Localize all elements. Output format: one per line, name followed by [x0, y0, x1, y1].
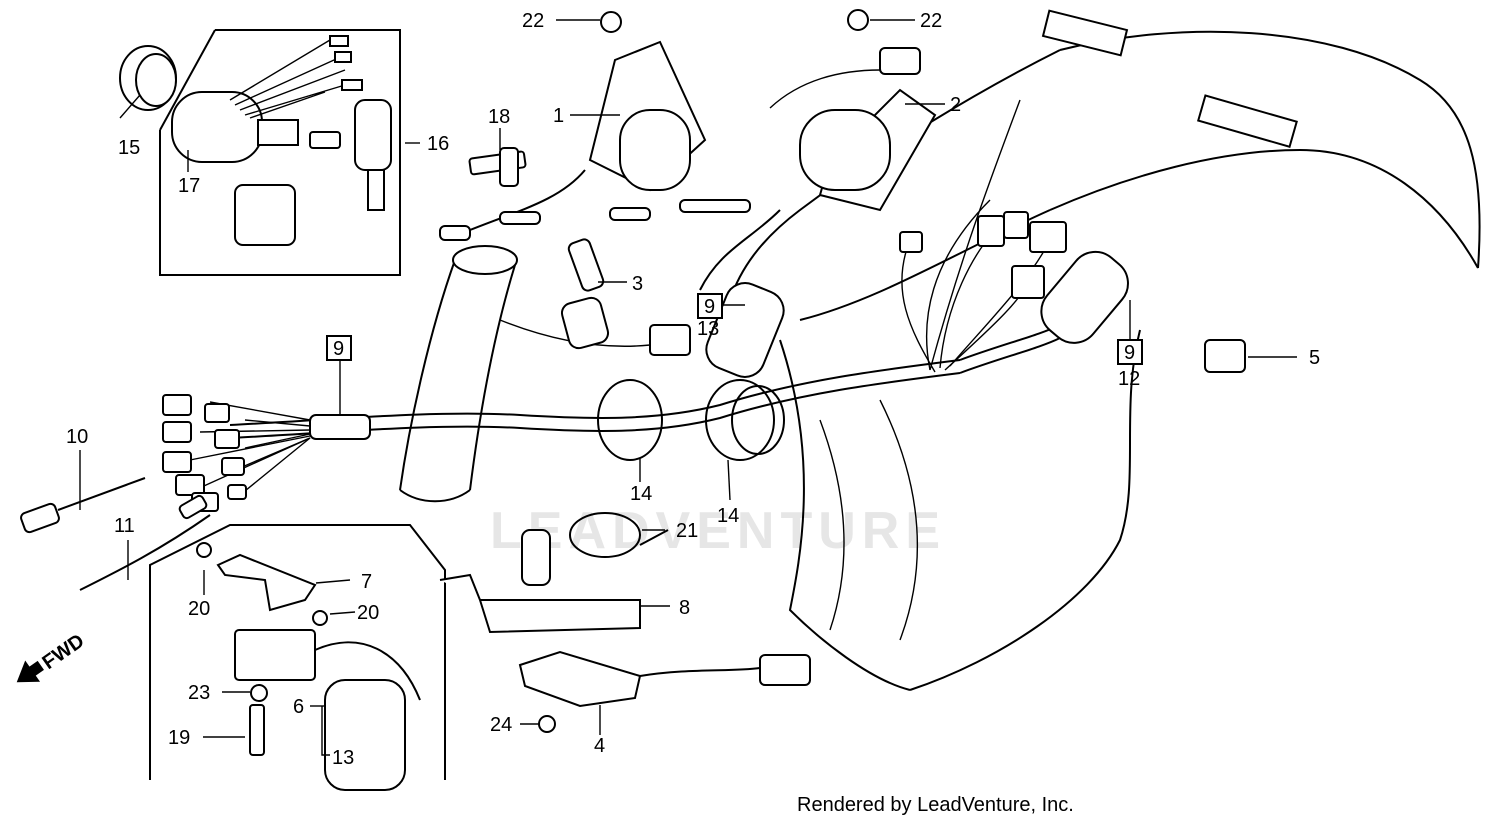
- regulator-4: [518, 650, 811, 708]
- callout-13-lower: 13: [332, 747, 354, 769]
- callout-5: 5: [1309, 347, 1320, 369]
- callout-18: 18: [488, 106, 510, 128]
- leader-lines: [79, 19, 1297, 756]
- ignition-switch-assembly: [159, 29, 401, 276]
- callout-10: 10: [66, 426, 88, 448]
- bracket-7: [216, 553, 317, 612]
- callout-15: 15: [118, 137, 140, 159]
- condenser-upper: [649, 282, 785, 378]
- nut-23: [250, 684, 268, 702]
- ignition-ring-part: [119, 45, 177, 111]
- callout-7: 7: [361, 571, 372, 593]
- regulator-rectifier-6: [234, 629, 421, 791]
- main-wire-harness: [162, 99, 1067, 512]
- callout-6: 6: [293, 696, 304, 718]
- bolt-19: [249, 704, 265, 756]
- footer-credit: Rendered by LeadVenture, Inc.: [797, 794, 1074, 816]
- nut-22-left: [600, 11, 622, 33]
- boxed-callout-9-left: 9: [333, 338, 344, 360]
- condenser-right: [1040, 250, 1129, 344]
- callout-2: 2: [950, 94, 961, 116]
- callout-3: 3: [632, 273, 643, 295]
- boxed-callouts: 9 9 9: [326, 293, 1143, 365]
- boxed-callout-9-middle: 9: [704, 296, 715, 318]
- callout-22-right: 22: [920, 10, 942, 32]
- callout-8: 8: [679, 597, 690, 619]
- callout-14-left: 14: [630, 483, 652, 505]
- wire-lead-10: [20, 477, 146, 534]
- callout-23: 23: [188, 682, 210, 704]
- callout-12: 12: [1118, 368, 1140, 390]
- forward-direction-indicator: FWD: [16, 630, 89, 683]
- battery-holder-8: [439, 512, 641, 634]
- callout-24: 24: [490, 714, 512, 736]
- watermark: LEADVENTURE: [490, 502, 946, 560]
- fwd-label: FWD: [39, 630, 89, 674]
- ignition-coil-2: [609, 47, 937, 291]
- bolt-24: [538, 715, 556, 733]
- callout-20-lower: 20: [357, 602, 379, 624]
- callout-16: 16: [427, 133, 449, 155]
- callout-13-upper: 13: [697, 318, 719, 340]
- harness-clamps: [597, 379, 785, 461]
- ignition-key-part: [468, 147, 527, 187]
- boxed-callout-9-right: 9: [1124, 342, 1135, 364]
- ignition-coil-1: [439, 40, 707, 241]
- bolt-20-b: [312, 610, 328, 626]
- nut-22-right: [847, 9, 869, 31]
- spark-plug-cap: [560, 238, 610, 350]
- callout-21: 21: [676, 520, 698, 542]
- callout-11: 11: [114, 515, 135, 537]
- callout-1: 1: [553, 105, 564, 127]
- callout-19: 19: [168, 727, 190, 749]
- relay-part: [1204, 339, 1246, 373]
- bolt-20-a: [196, 542, 212, 558]
- lower-parts-box: [149, 524, 446, 780]
- callout-4: 4: [594, 735, 605, 757]
- callout-20-upper: 20: [188, 598, 210, 620]
- callout-17: 17: [178, 175, 200, 197]
- wire-lead-11: [79, 494, 211, 591]
- callout-14-right: 14: [717, 505, 739, 527]
- screw-21: [639, 529, 669, 546]
- callout-labels: 1 2 3 4 5 6 7 8 10 11 12 13 13 14 14 15 …: [66, 10, 1320, 769]
- callout-22-left: 22: [522, 10, 544, 32]
